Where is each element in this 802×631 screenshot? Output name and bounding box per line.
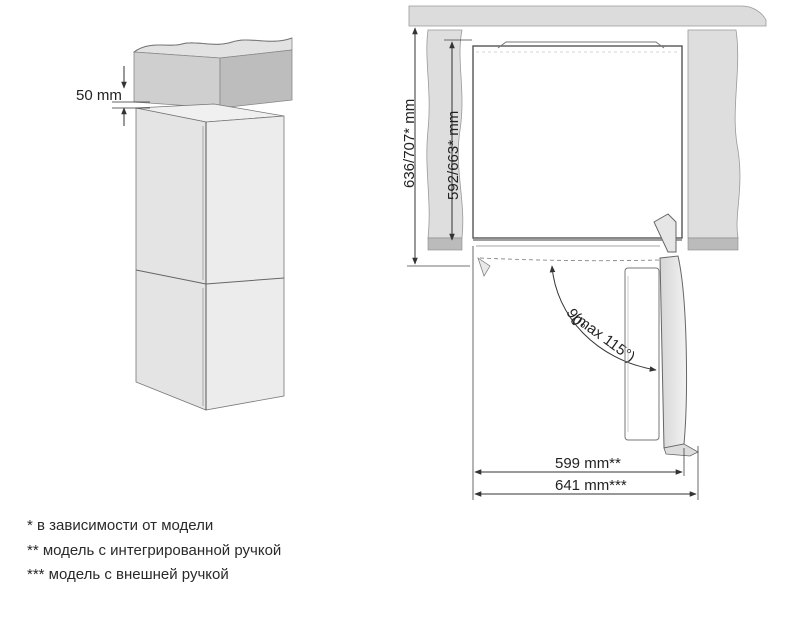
depth-body-label: 592/663* mm xyxy=(445,111,462,200)
fridge-perspective-view: 50 mm xyxy=(76,37,293,411)
fridge-front-face xyxy=(205,115,285,411)
fridge-door-open xyxy=(659,255,687,449)
fridge-body-outline xyxy=(472,45,683,239)
depth-total-label: 636/707* mm xyxy=(401,99,418,188)
footnote-3: *** модель с внешней ручкой xyxy=(27,566,229,583)
door-swing-arc xyxy=(549,265,657,372)
right-cabinet-base xyxy=(687,237,739,251)
left-cabinet-base xyxy=(427,237,463,251)
fridge-side-face xyxy=(135,107,207,411)
top-gap-label: 50 mm xyxy=(76,87,122,104)
width-external-dimension: 641 mm*** xyxy=(474,477,697,497)
footnote-1: * в зависимости от модели xyxy=(27,517,214,534)
right-cabinet-side xyxy=(687,29,741,239)
door-handle xyxy=(624,267,660,441)
footnote-2: ** модель с интегрированной ручкой xyxy=(27,541,282,559)
hinge xyxy=(653,213,677,253)
back-wall xyxy=(408,5,767,27)
width-integrated-label: 599 mm** xyxy=(555,455,621,472)
fridge-door-split xyxy=(135,269,285,285)
door-closed-outline xyxy=(479,257,661,262)
fridge-plan-view: 90° (max 115°) 636/707* mm 592/663* mm xyxy=(401,5,767,500)
depth-body-dimension: 592/663* mm xyxy=(444,39,472,241)
width-integrated-dimension: 599 mm** xyxy=(474,455,683,475)
depth-total-dimension: 636/707* mm xyxy=(401,27,470,267)
cabinet-front-face xyxy=(133,51,221,109)
width-external-label: 641 mm*** xyxy=(555,477,627,494)
top-gap-dimension: 50 mm xyxy=(76,66,150,126)
cabinet-side-face xyxy=(219,49,293,109)
footnotes: * в зависимости от модели ** модель с ин… xyxy=(27,514,281,588)
